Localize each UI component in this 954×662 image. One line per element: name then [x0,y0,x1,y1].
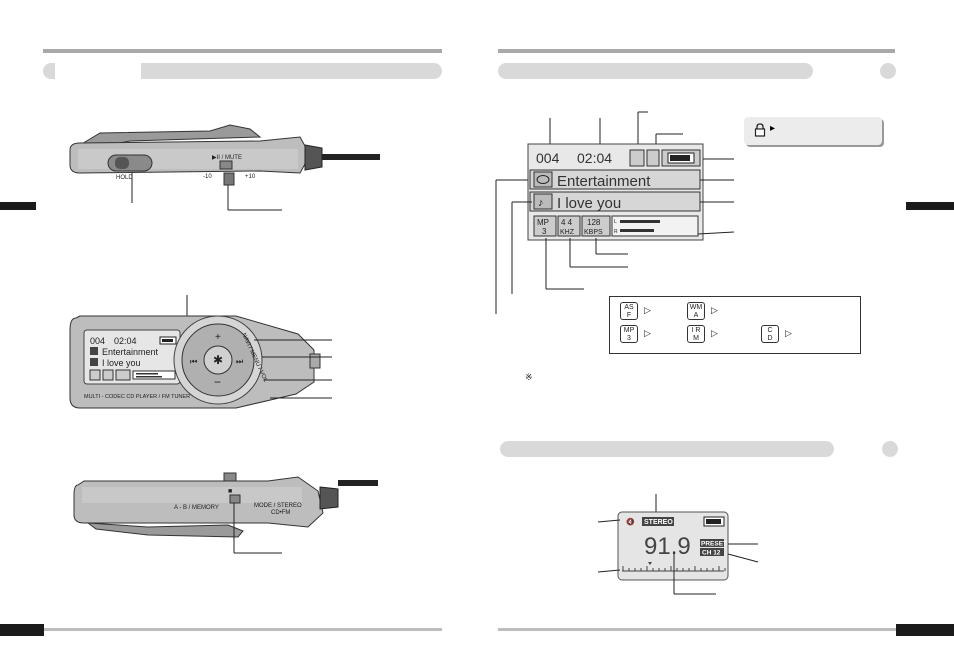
play-arrow-icon: ▷ [644,328,651,338]
codec-legend-bottom: D [767,335,773,342]
section-bar-fm-cap [882,441,898,457]
ab-label: A - B / MEMORY [174,505,219,511]
fm-channel: CH 12 [702,550,721,557]
note-icon: ♪ [538,197,544,209]
vol-minus-label: -10 [203,174,212,180]
fm-lcd-diagram: 🔇 STEREO 91.9 PRESET CH 12 [597,494,759,595]
front-time: 02:04 [114,336,137,346]
page-tab-left [0,624,44,636]
front-folder: Entertainment [102,347,159,357]
play-arrow-icon: ▷ [711,328,718,338]
top-rule-left [43,49,442,53]
stop-symbol: ■ [228,488,232,495]
codec-legend-bottom: F [626,312,632,319]
section-bar-left [43,63,442,79]
ch-l: L [614,219,617,225]
ch-r: R [614,229,618,235]
lcd-folder: Entertainment [557,173,651,190]
section-bar-fm [500,441,834,457]
nav-prev: ⏮ [190,357,197,366]
fm-preset: PRESET [701,541,727,548]
section-bar-right-cap [880,63,896,79]
codec-legend-bottom: A [693,312,699,319]
section-bar-right [498,63,813,79]
lcd-song: I love you [557,195,621,212]
codec-bottom: 3 [542,227,547,236]
device-front-view: 004 02:04 Entertainment I love you MULTI… [69,295,332,409]
top-rule-right [498,49,895,53]
codec-top: MP [537,218,549,227]
codec-legend-top: WM [689,304,703,311]
codec-legend-top: C [767,327,773,334]
footer-rule-left [44,628,442,631]
device-top-view: HOLD ▶II / MUTE -10 +10 [69,124,380,211]
play-arrow-icon: ▷ [711,305,718,315]
mode-sub-label: CD•FM [271,510,290,516]
front-track: 004 [90,336,105,346]
lcd-time: 02:04 [577,150,612,166]
codec-legend-top: AS [624,304,634,311]
mode-label: MODE / STEREO [254,503,302,509]
device-bottom-view: ■ A - B / MEMORY MODE / STEREO CD•FM [73,472,378,554]
nav-minus: − [214,375,221,389]
page-tab-right [896,624,954,636]
codec-legend-bottom: M [693,335,699,342]
hold-info-box: ▸ [744,117,882,145]
lock-icon [754,123,766,137]
sample-bottom: KHZ [560,229,575,236]
codec-legend-top: MP [623,327,635,334]
side-tab-left [0,202,36,210]
front-song: I love you [102,358,141,368]
play-arrow-icon: ▷ [785,328,792,338]
sample-top: 4 4 [561,218,573,227]
codec-legend [609,296,861,354]
nav-plus: + [215,332,221,343]
mute-icon: 🔇 [626,517,635,526]
hold-arrow: ▸ [770,123,776,134]
fm-frequency: 91.9 [644,533,691,560]
section-bar-left-cap [55,63,141,79]
codec-legend-bottom: 3 [627,335,631,342]
play-arrow-icon: ▷ [644,305,651,315]
vol-plus-label: +10 [245,174,256,180]
bitrate-top: 128 [587,218,601,227]
fm-stereo: STEREO [644,519,673,526]
nav-next: ⏭ [236,357,243,366]
codec-legend-top: I R [691,327,701,334]
hold-label: HOLD [116,175,133,181]
note-marker: ※ [525,372,533,382]
nav-center: ✱ [213,353,223,367]
brand-line: MULTI - CODEC CD PLAYER / FM TUNER [84,394,190,400]
bitrate-bottom: KBPS [584,229,603,236]
side-tab-right [906,202,954,210]
footer-rule-right [498,628,896,631]
mute-label: ▶II / MUTE [212,155,242,161]
lcd-track-number: 004 [536,150,560,166]
player-lcd-diagram: 004 02:04 Entertainment ♪ I love you MP … [495,111,735,314]
